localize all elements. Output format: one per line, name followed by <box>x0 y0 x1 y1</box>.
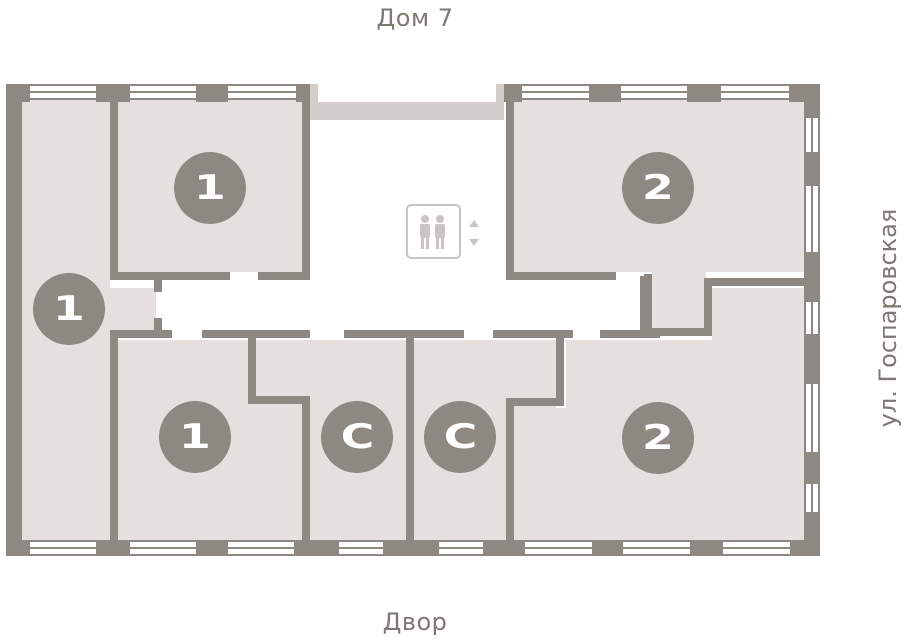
interior-wall <box>506 272 616 280</box>
label-house-7: Дом 7 <box>376 4 454 32</box>
window-bottom <box>30 540 96 556</box>
pier <box>6 84 30 102</box>
window-top <box>130 84 196 100</box>
interior-wall <box>640 276 648 332</box>
pier <box>196 540 228 556</box>
window-bottom <box>130 540 196 556</box>
interior-wall <box>110 330 172 338</box>
elevator-icon <box>406 204 461 259</box>
window-bottom <box>228 540 294 556</box>
pier <box>592 540 623 556</box>
pier <box>589 84 621 102</box>
interior-wall <box>644 328 712 336</box>
apartment-badge-top-left[interactable]: 1 <box>174 152 246 224</box>
core-top-wall-right <box>496 84 504 120</box>
window-bottom <box>525 540 592 556</box>
core-top-wall-left <box>310 84 318 120</box>
interior-wall <box>600 330 660 338</box>
pier <box>804 152 820 186</box>
apartment-badge-top-right[interactable]: 2 <box>622 152 694 224</box>
pier <box>296 84 310 102</box>
interior-wall <box>248 334 256 404</box>
outer-wall-left <box>6 84 22 556</box>
pier <box>790 540 820 556</box>
window-top <box>621 84 687 100</box>
window-bottom <box>623 540 690 556</box>
pier <box>804 252 820 302</box>
interior-wall <box>202 330 310 338</box>
pier <box>687 84 721 102</box>
interior-wall <box>506 398 564 406</box>
apartment-left-hall <box>110 288 156 332</box>
window-bottom <box>723 540 790 556</box>
apartment-top-right-hall <box>652 272 706 328</box>
pier <box>690 540 723 556</box>
interior-wall <box>704 278 804 286</box>
apartment-studio-1-area[interactable] <box>258 340 406 396</box>
pier <box>804 452 820 484</box>
interior-wall <box>406 334 414 546</box>
pier <box>96 84 130 102</box>
interior-wall <box>110 330 118 556</box>
interior-wall <box>644 274 652 336</box>
window-right <box>804 384 820 452</box>
interior-wall <box>258 272 310 280</box>
interior-wall <box>493 330 573 338</box>
pier <box>804 334 820 384</box>
interior-wall <box>154 318 162 332</box>
interior-wall <box>110 100 118 280</box>
window-right <box>804 302 820 336</box>
apartment-bottom-right-upper <box>712 288 804 340</box>
apartment-badge-studio-2[interactable]: С <box>424 401 496 473</box>
interior-wall <box>110 272 230 280</box>
label-courtyard: Двор <box>382 608 448 636</box>
core-top-wall <box>310 102 504 120</box>
pier <box>294 540 339 556</box>
apartment-badge-studio-1[interactable]: С <box>321 401 393 473</box>
interior-wall <box>302 100 310 280</box>
label-street: ул. Госпаровская <box>874 208 902 428</box>
interior-wall <box>302 396 310 546</box>
interior-wall <box>248 396 310 404</box>
people-icon <box>420 215 445 249</box>
pier <box>196 84 228 102</box>
interior-wall <box>556 334 564 406</box>
interior-wall <box>506 84 514 280</box>
interior-wall <box>506 398 514 546</box>
pier <box>483 540 525 556</box>
window-top <box>30 84 96 100</box>
apartment-bottom-right-notch <box>514 408 574 540</box>
apartment-badge-bottom-left[interactable]: 1 <box>159 401 231 473</box>
window-right <box>804 186 820 252</box>
apartment-badge-left-long[interactable]: 1 <box>33 273 105 345</box>
pier <box>6 540 30 556</box>
window-top <box>228 84 296 100</box>
window-right <box>804 118 820 152</box>
pier <box>789 84 820 102</box>
interior-wall <box>704 278 712 336</box>
interior-wall <box>154 278 162 292</box>
window-top <box>522 84 589 100</box>
window-top <box>721 84 789 100</box>
pier <box>383 540 439 556</box>
window-bottom <box>439 540 483 556</box>
up-down-arrows-icon <box>469 220 479 246</box>
window-bottom <box>339 540 383 556</box>
interior-wall <box>344 330 464 338</box>
apartment-badge-bottom-right[interactable]: 2 <box>622 402 694 474</box>
window-right <box>804 484 820 512</box>
